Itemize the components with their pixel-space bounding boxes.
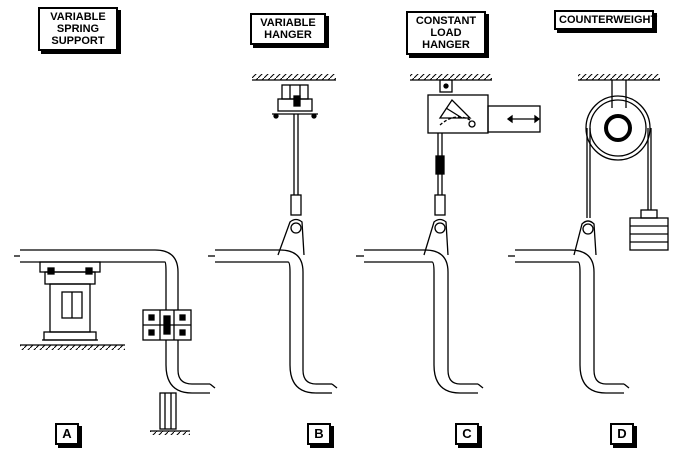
title-line: HANGER	[264, 29, 312, 41]
panel-a-label: A	[55, 423, 79, 445]
title-line: VARIABLE	[260, 17, 316, 29]
panel-d-label: D	[610, 423, 634, 445]
panel-a-drawing	[14, 249, 216, 435]
panel-b-title: VARIABLE HANGER	[250, 13, 326, 45]
panel-b-drawing	[208, 74, 338, 394]
panel-c-label: C	[455, 423, 479, 445]
title-line: SUPPORT	[51, 35, 105, 47]
panel-c-title: CONSTANT LOAD HANGER	[406, 11, 486, 55]
title-line: SPRING	[56, 23, 100, 35]
panel-d-title: COUNTERWEIGHT	[554, 10, 658, 30]
title-line: CONSTANT	[415, 15, 477, 27]
panel-b-label: B	[307, 423, 331, 445]
title-line: LOAD	[430, 27, 462, 39]
panel-a-title: VARIABLE SPRING SUPPORT	[38, 7, 118, 51]
title-line: VARIABLE	[50, 11, 106, 23]
panel-c-drawing	[356, 74, 541, 394]
title-line: HANGER	[422, 39, 470, 51]
title-line: COUNTERWEIGHT	[559, 14, 658, 26]
panel-d-drawing	[508, 74, 669, 394]
